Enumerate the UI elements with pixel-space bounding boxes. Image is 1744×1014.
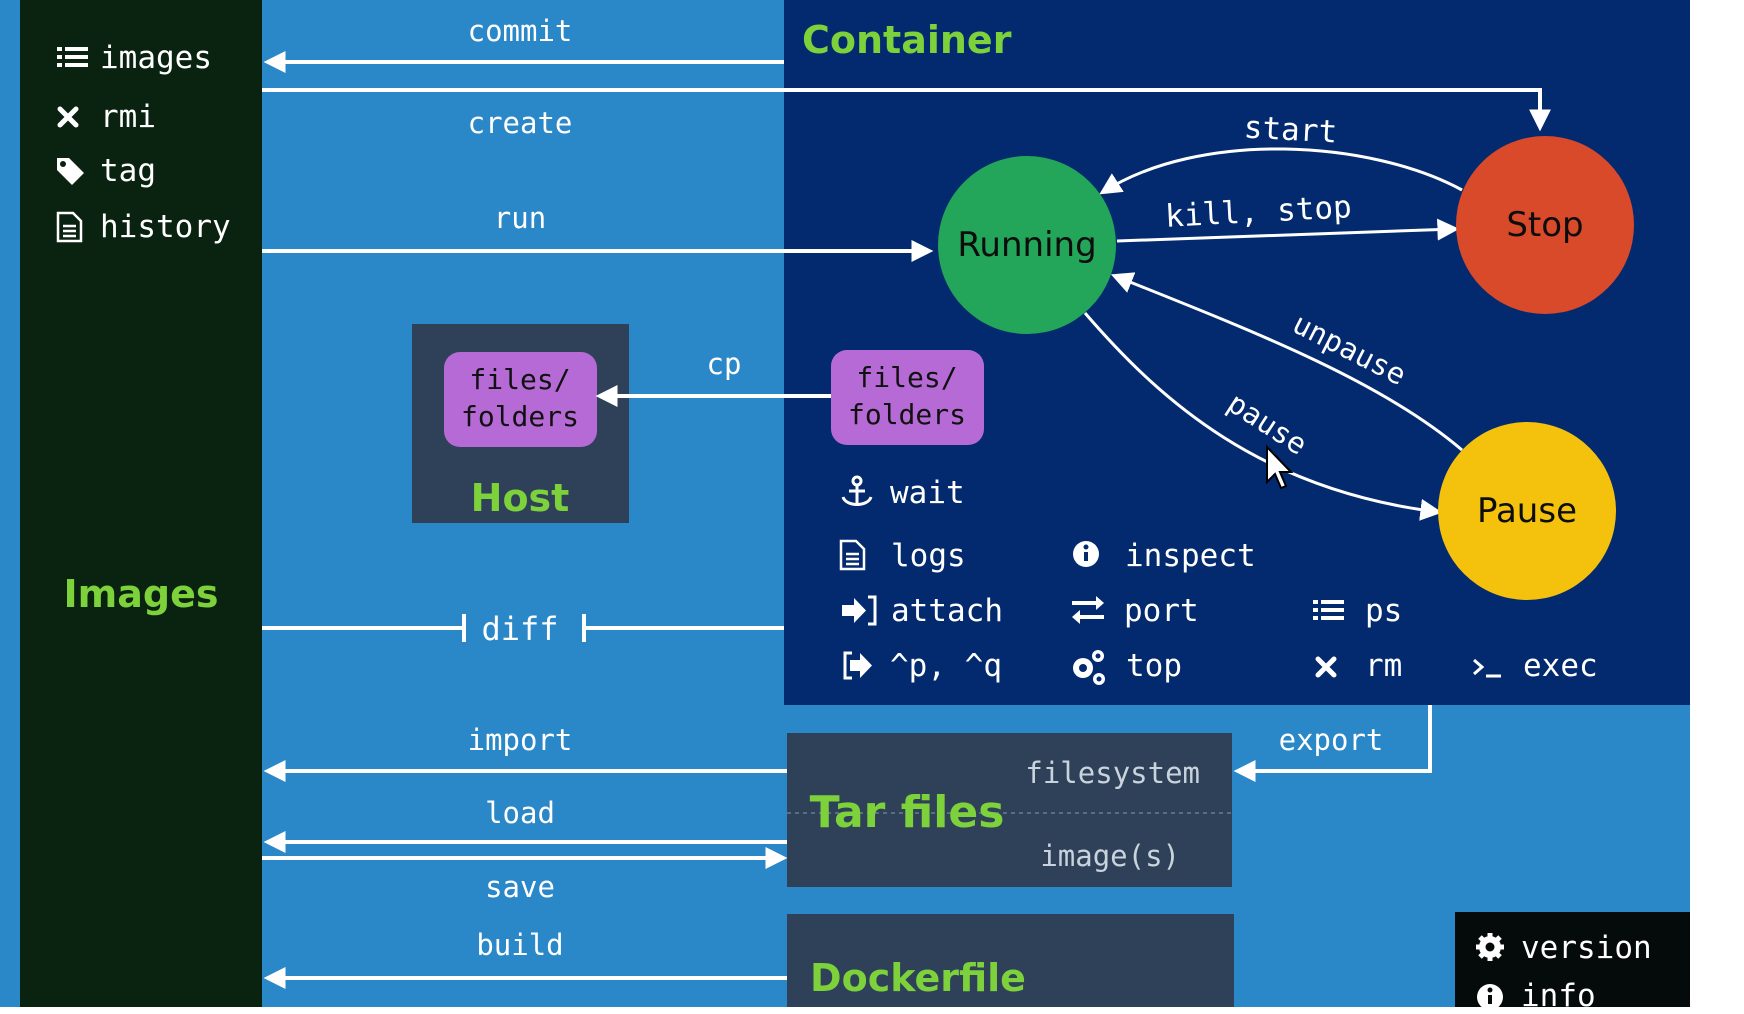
gear-icon	[1476, 933, 1504, 961]
sign-out-icon	[843, 651, 872, 680]
cmd-exec[interactable]: exec	[1523, 648, 1598, 684]
import-label: import	[468, 723, 573, 757]
close-icon	[1315, 656, 1337, 678]
save-label: save	[485, 870, 555, 904]
stop-label: Stop	[1506, 205, 1583, 245]
gears-icon	[1073, 650, 1105, 685]
sign-in-icon	[842, 595, 877, 626]
menu-item-rmi[interactable]: rmi	[100, 99, 156, 135]
container-title: Container	[802, 18, 1012, 62]
export-arrow	[1233, 705, 1432, 782]
diff-label: diff	[481, 610, 558, 648]
cmd-ps[interactable]: ps	[1365, 593, 1402, 629]
state-running[interactable]: Running	[938, 156, 1116, 334]
tar-images-label: image(s)	[1040, 839, 1180, 873]
close-icon	[57, 106, 79, 128]
host-files-box[interactable]: files/ folders	[444, 352, 597, 447]
container-files-label: files/	[856, 361, 957, 394]
host-title: Host	[471, 476, 570, 520]
state-arrows	[1083, 147, 1463, 521]
unpause-arrow	[1110, 272, 1463, 452]
export-label: export	[1279, 723, 1384, 757]
list-icon	[1313, 600, 1344, 620]
cmd-version[interactable]: version	[1521, 930, 1652, 966]
menu-item-images[interactable]: images	[100, 40, 212, 76]
cmd-info[interactable]: info	[1521, 978, 1596, 1014]
menu-item-history[interactable]: history	[100, 209, 231, 245]
build-label: build	[476, 928, 563, 962]
dockerfile-box	[787, 914, 1234, 1007]
terminal-icon	[1473, 658, 1501, 678]
commit-label: commit	[468, 14, 573, 48]
cmd-wait[interactable]: wait	[890, 475, 965, 511]
start-arrow	[1099, 147, 1463, 195]
state-stop[interactable]: Stop	[1456, 136, 1634, 314]
start-label: start	[1243, 110, 1338, 151]
left-arrows: commit create run diff import load save …	[262, 14, 1551, 989]
cmd-rm[interactable]: rm	[1365, 648, 1402, 684]
document-icon	[56, 211, 83, 243]
cmd-logs[interactable]: logs	[891, 538, 966, 574]
images-menu: images rmi tag history	[56, 40, 231, 245]
state-pause[interactable]: Pause	[1438, 422, 1616, 600]
load-label: load	[485, 796, 555, 830]
tar-files-box	[787, 733, 1232, 887]
cmd-port[interactable]: port	[1124, 593, 1199, 629]
list-icon	[57, 47, 88, 67]
images-title: Images	[64, 572, 219, 616]
running-label: Running	[957, 225, 1096, 265]
pause-state-label: Pause	[1477, 491, 1577, 531]
create-label: create	[468, 106, 573, 140]
create-arrow	[262, 88, 1551, 132]
cmd-inspect[interactable]: inspect	[1125, 538, 1256, 574]
container-files-box[interactable]: files/ folders	[831, 350, 984, 445]
cmd-detach[interactable]: ^p, ^q	[890, 648, 1002, 684]
mouse-cursor-icon	[1266, 444, 1294, 490]
info-icon	[1477, 984, 1503, 1010]
cmd-attach[interactable]: attach	[891, 593, 1003, 629]
kill-stop-arrow	[1116, 218, 1460, 243]
tar-filesystem-label: filesystem	[1025, 756, 1200, 790]
cmd-top[interactable]: top	[1126, 648, 1182, 684]
exchange-icon	[1072, 596, 1104, 624]
document-icon	[839, 539, 866, 571]
tag-icon	[57, 158, 84, 185]
anchor-icon	[841, 475, 873, 506]
tar-files-title: Tar files	[810, 787, 1005, 838]
images-panel	[20, 0, 262, 1007]
container-commands: wait logs inspect attach port	[839, 475, 1598, 685]
info-icon	[1073, 541, 1099, 567]
container-folders-label: folders	[848, 398, 966, 431]
diff-connector	[262, 614, 784, 642]
host-files-label: files/	[469, 363, 570, 396]
dockerfile-title: Dockerfile	[810, 956, 1026, 1000]
menu-item-tag[interactable]: tag	[100, 153, 156, 189]
run-label: run	[494, 201, 546, 235]
pause-arrow	[1083, 312, 1443, 521]
host-folders-label: folders	[461, 400, 579, 433]
cp-label: cp	[707, 347, 742, 381]
